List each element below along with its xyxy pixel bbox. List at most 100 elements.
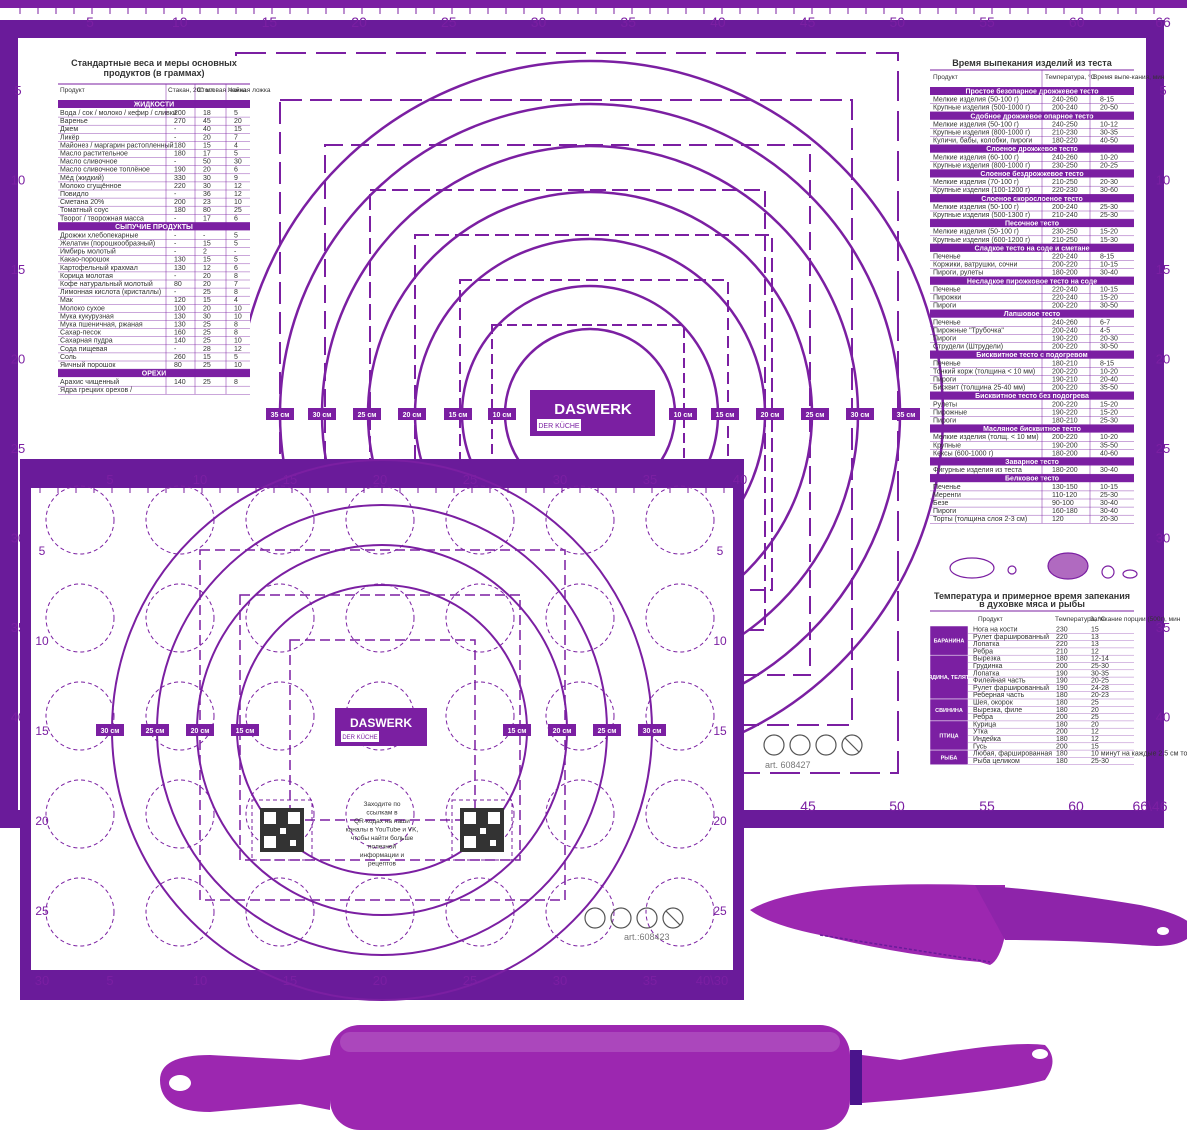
- weights-table-cell: -: [174, 134, 177, 141]
- circle-size-label: 30 см: [101, 728, 120, 735]
- weights-table-cell: Варенье: [60, 118, 88, 125]
- baking-table-cell: 15-30: [1100, 237, 1118, 244]
- weights-table-cell: 330: [174, 175, 186, 182]
- small-top-ruler-label: 20: [373, 472, 387, 487]
- baking-table-section: Лапшовое тесто: [1004, 311, 1060, 318]
- weights-table-cell: 20: [203, 305, 211, 312]
- weights-table-cell: 200: [174, 199, 186, 206]
- baking-table-cell: Тонкий корж (толщина < 10 мм): [933, 367, 1035, 375]
- baking-table-cell: Мелкие изделия (толщ. < 10 мм): [933, 434, 1039, 441]
- baking-table-section: Белковое тесто: [1005, 476, 1059, 483]
- large-top-ruler-label: 5: [86, 14, 94, 30]
- oven-icon: [815, 734, 837, 756]
- baking-table-cell: 25-30: [1100, 418, 1118, 425]
- weights-table-cell: Соль: [60, 354, 77, 361]
- temperature-icon: [610, 907, 632, 929]
- meat-table-cell: 20: [1091, 721, 1099, 728]
- circle-size-label: 35 см: [897, 412, 916, 419]
- baking-table-cell: 30-40: [1100, 270, 1118, 277]
- large-mat-article: art. 608427: [765, 760, 811, 770]
- meat-table-title: в духовке мяса и рыбы: [979, 599, 1085, 609]
- meat-table-cell: 15: [1091, 743, 1099, 750]
- meat-table-group: БАРАНИНА: [934, 639, 965, 645]
- circle-size-label: 10 см: [493, 412, 512, 419]
- meat-table-cell: 12: [1091, 736, 1099, 743]
- qr-code-youtube[interactable]: [251, 799, 313, 861]
- weights-table-cell: 10: [234, 199, 242, 206]
- weights-table-cell: 5: [234, 151, 238, 158]
- baking-table-cell: 240-260: [1052, 154, 1078, 161]
- baking-table-cell: Фигурные изделия из теста: [933, 467, 1022, 474]
- weights-table-cell: 220: [174, 183, 186, 190]
- baking-table-section: Несладкое пирожковое тесто на соде: [967, 278, 1097, 285]
- weights-table-cell: 12: [234, 191, 242, 198]
- meat-table-cell: 20-25: [1091, 678, 1109, 685]
- circle-size-label: 15 см: [236, 728, 255, 735]
- large-top-ruler-label: 30: [531, 14, 547, 30]
- meat-table-cell: Индейка: [973, 735, 1001, 743]
- baking-table-cell: Пироги: [933, 336, 956, 343]
- baking-table-cell: 200-240: [1052, 105, 1078, 112]
- baking-table-cell: 210-250: [1052, 237, 1078, 244]
- weights-table-cell: -: [174, 159, 177, 166]
- meat-table-cell: 30-35: [1091, 670, 1109, 677]
- weights-table-cell: -: [174, 289, 177, 296]
- meat-table-cell: 13: [1091, 634, 1099, 641]
- meat-table-cell: Курица: [973, 721, 996, 728]
- baking-table-section: Сдобное дрожжевое опарное тесто: [970, 112, 1093, 120]
- weights-table-header: Столовая ложка: [197, 87, 247, 94]
- baking-table-header: Температура, °С: [1045, 73, 1096, 81]
- weights-table-cell: 36: [203, 191, 211, 198]
- baking-table-cell: Мелкие изделия (50-100 г): [933, 97, 1019, 104]
- large-top-ruler-label: 60: [1069, 14, 1085, 30]
- baking-table-cell: Пироги, рулеты: [933, 270, 983, 277]
- weights-table-cell: -: [174, 126, 177, 133]
- weights-table-cell: 30: [203, 175, 211, 182]
- small-mat-macaron-guides: [45, 485, 715, 947]
- baking-table-cell: 20-40: [1100, 377, 1118, 384]
- circle-size-label: 30 см: [643, 728, 662, 735]
- weights-table-cell: Дрожжи хлебопекарные: [60, 231, 139, 239]
- circle-size-label: 30 см: [313, 412, 332, 419]
- baking-table-section: Слоеное скорослоеное тесто: [981, 196, 1082, 203]
- small-right-ruler-label: 25: [713, 904, 727, 918]
- baking-table-cell: 200-220: [1052, 385, 1078, 392]
- weights-table-cell: -: [174, 215, 177, 222]
- qr-code-vk[interactable]: [451, 799, 513, 861]
- weights-table-cell: 20: [234, 118, 242, 125]
- weights-table-cell: 15: [234, 126, 242, 133]
- baking-table-cell: 120: [1052, 516, 1064, 523]
- baking-table-cell: Куличи, бабы, колобки, пироги: [933, 137, 1032, 145]
- meat-table-cell: Утка: [973, 729, 988, 736]
- small-top-ruler-label: 10: [193, 472, 207, 487]
- meat-table-cell: 25: [1091, 714, 1099, 721]
- weights-table-cell: Вода / сок / молоко / кефир / сливки: [60, 110, 177, 117]
- baking-table-section: Слоеное дрожжевое тесто: [986, 146, 1078, 153]
- weights-table-title: продуктов (в граммах): [104, 68, 205, 78]
- baking-table-cell: Крупные изделия (100-1200 г): [933, 187, 1030, 194]
- small-right-ruler-label: 20: [713, 814, 727, 828]
- weights-table-cell: 270: [174, 118, 186, 125]
- meat-table-cell: 190: [1056, 685, 1068, 692]
- large-bottom-ruler-label: 60: [1068, 798, 1084, 814]
- weights-table-cell: 180: [174, 142, 186, 149]
- baking-table-cell: 20-30: [1100, 179, 1118, 186]
- baking-table-cell: Печенье: [933, 360, 961, 367]
- weights-table-cell: 7: [234, 281, 238, 288]
- small-bottom-ruler-label: 40\30: [696, 973, 729, 988]
- large-right-ruler-label: 35: [1156, 620, 1170, 635]
- baking-table-cell: 220-240: [1052, 295, 1078, 302]
- baking-table-section: Песочное тесто: [1005, 221, 1059, 228]
- small-left-ruler-label: 15: [35, 724, 49, 738]
- baking-table-cell: 230-250: [1052, 229, 1078, 236]
- weights-table-cell: 15: [203, 297, 211, 304]
- meat-table-cell: 20: [1091, 707, 1099, 714]
- meat-table-cell: 180: [1056, 692, 1068, 699]
- meat-table-cell: 200: [1056, 743, 1068, 750]
- baking-table-cell: 4-5: [1100, 327, 1110, 334]
- weights-table-cell: Масло растительное: [60, 151, 128, 158]
- weights-table-cell: Арахис чищенный: [60, 378, 119, 386]
- baking-table-cell: 30-35: [1100, 130, 1118, 137]
- meat-table-cell: Шея, окорок: [973, 700, 1014, 707]
- meat-table-cell: Вырезка: [973, 656, 1001, 663]
